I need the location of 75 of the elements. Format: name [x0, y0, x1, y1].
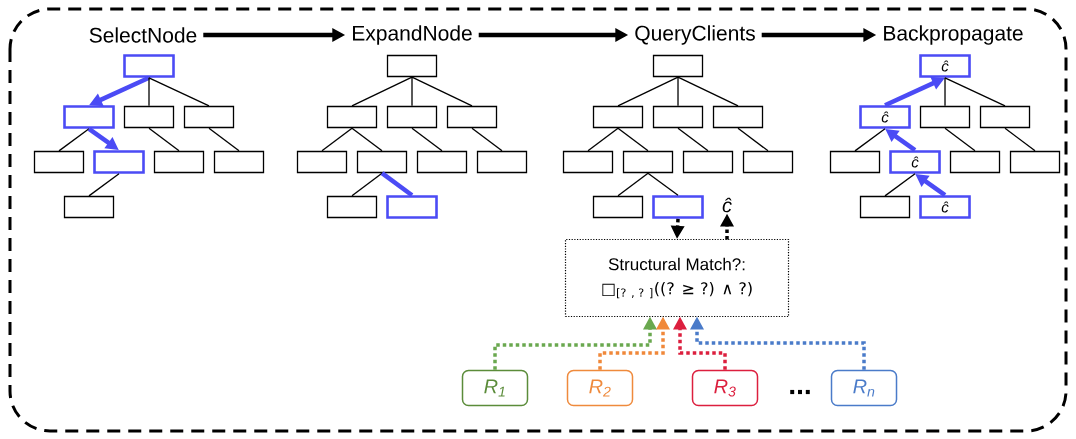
ellipsis: ... — [790, 389, 810, 395]
tree-line — [411, 76, 473, 107]
tree-line — [944, 77, 946, 107]
tree-line — [58, 128, 90, 152]
tree-node-box — [622, 150, 674, 174]
tree-node-box — [153, 150, 205, 174]
tree-line — [351, 76, 413, 107]
tree-line — [351, 127, 383, 152]
tree-line — [737, 127, 769, 152]
tree-line — [148, 77, 210, 107]
tree-node-box — [979, 105, 1031, 129]
tree-line — [411, 76, 413, 107]
tree-node-box — [1009, 150, 1061, 174]
tree-node-box — [386, 195, 438, 219]
tree-line — [351, 172, 383, 197]
tree-node-box — [446, 105, 498, 129]
tree-node-box — [592, 195, 644, 219]
tree-node-box — [123, 105, 175, 129]
tree-node-box — [652, 54, 704, 78]
tree-node-box — [386, 105, 438, 129]
estimate-label: ĉ — [722, 197, 732, 213]
tree-node-box — [63, 195, 115, 219]
stage-title: SelectNode — [89, 27, 197, 43]
tree-node-box: ĉ — [859, 105, 911, 129]
tree-line — [617, 127, 649, 152]
stage-title: ExpandNode — [353, 25, 472, 45]
tree-line — [148, 127, 180, 152]
tree-node-box — [859, 195, 911, 219]
tree-line — [944, 127, 976, 152]
match-box: Structural Match?: □$_{[? , ? ]}$((? ≥ ?) ∧ ?) — [564, 238, 790, 318]
tree-node-box — [742, 150, 794, 174]
tree-node-box — [183, 105, 235, 129]
tree-line — [208, 127, 240, 152]
tree-line — [88, 173, 120, 197]
tree-node-box — [919, 105, 971, 129]
tree-node-box — [33, 150, 85, 174]
tree-line — [854, 128, 886, 152]
tree-node-box — [829, 150, 881, 174]
tree-line — [471, 127, 503, 152]
tree-line — [944, 77, 1006, 107]
tree-node-box: ĉ — [919, 54, 971, 78]
tree-node-box — [592, 105, 644, 129]
tree-line — [677, 76, 679, 107]
tree-node-box — [682, 150, 734, 174]
tree-line — [647, 172, 679, 196]
tree-node-box — [123, 54, 175, 78]
tree-node-box — [652, 195, 704, 219]
tree-node-box: ĉ — [889, 150, 941, 174]
tree-node-box — [386, 54, 438, 78]
tree-node-box — [296, 150, 348, 174]
tree-node-box — [326, 105, 378, 129]
tree-node-box — [93, 150, 145, 174]
tree-node-box — [356, 150, 408, 174]
tree-line — [884, 173, 916, 197]
tree-node-box — [416, 150, 468, 174]
tree-line — [617, 76, 679, 107]
tree-line — [587, 127, 619, 152]
tree-line — [677, 76, 739, 107]
tree-node-box — [476, 150, 528, 174]
tree-line — [411, 127, 443, 152]
tree-line — [148, 77, 150, 107]
tree-node-box — [712, 105, 764, 129]
tree-node-box — [949, 150, 1001, 174]
tree-node-box: ĉ — [919, 195, 971, 219]
tree-line — [617, 172, 649, 197]
tree-node-box — [63, 105, 115, 129]
stage-title: Backpropagate — [884, 25, 1023, 45]
tree-line — [1004, 127, 1036, 152]
tree-node-box — [326, 195, 378, 219]
tree-line — [321, 127, 353, 152]
tree-node-box — [213, 150, 265, 174]
stage-title: QueryClients — [635, 25, 755, 45]
tree-node-box — [652, 105, 704, 129]
tree-node-box — [562, 150, 614, 174]
tree-line — [677, 127, 709, 152]
